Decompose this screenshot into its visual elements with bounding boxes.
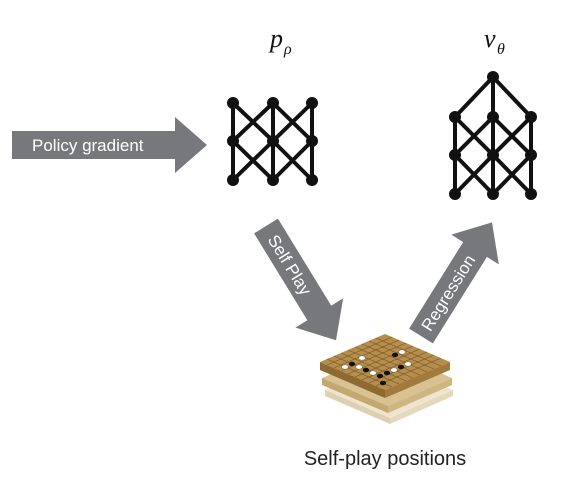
self-play-positions-caption: Self-play positions bbox=[304, 448, 466, 470]
policy-network-symbol: p bbox=[268, 24, 283, 53]
regression-label: Regression bbox=[418, 252, 480, 335]
value-network-icon bbox=[449, 71, 537, 200]
go-board-stack-icon bbox=[320, 334, 453, 424]
policy-gradient-label: Policy gradient bbox=[32, 136, 144, 155]
policy-network-subscript: ρ bbox=[283, 41, 292, 58]
regression-arrow: Regression bbox=[409, 222, 499, 344]
go-stones bbox=[341, 349, 412, 386]
value-network-symbol: v bbox=[484, 24, 496, 53]
self-play-arrow: Self Play bbox=[254, 218, 344, 341]
policy-network-icon bbox=[227, 97, 318, 186]
policy-gradient-arrow: Policy gradient bbox=[12, 117, 207, 173]
value-network-subscript: θ bbox=[497, 41, 505, 58]
